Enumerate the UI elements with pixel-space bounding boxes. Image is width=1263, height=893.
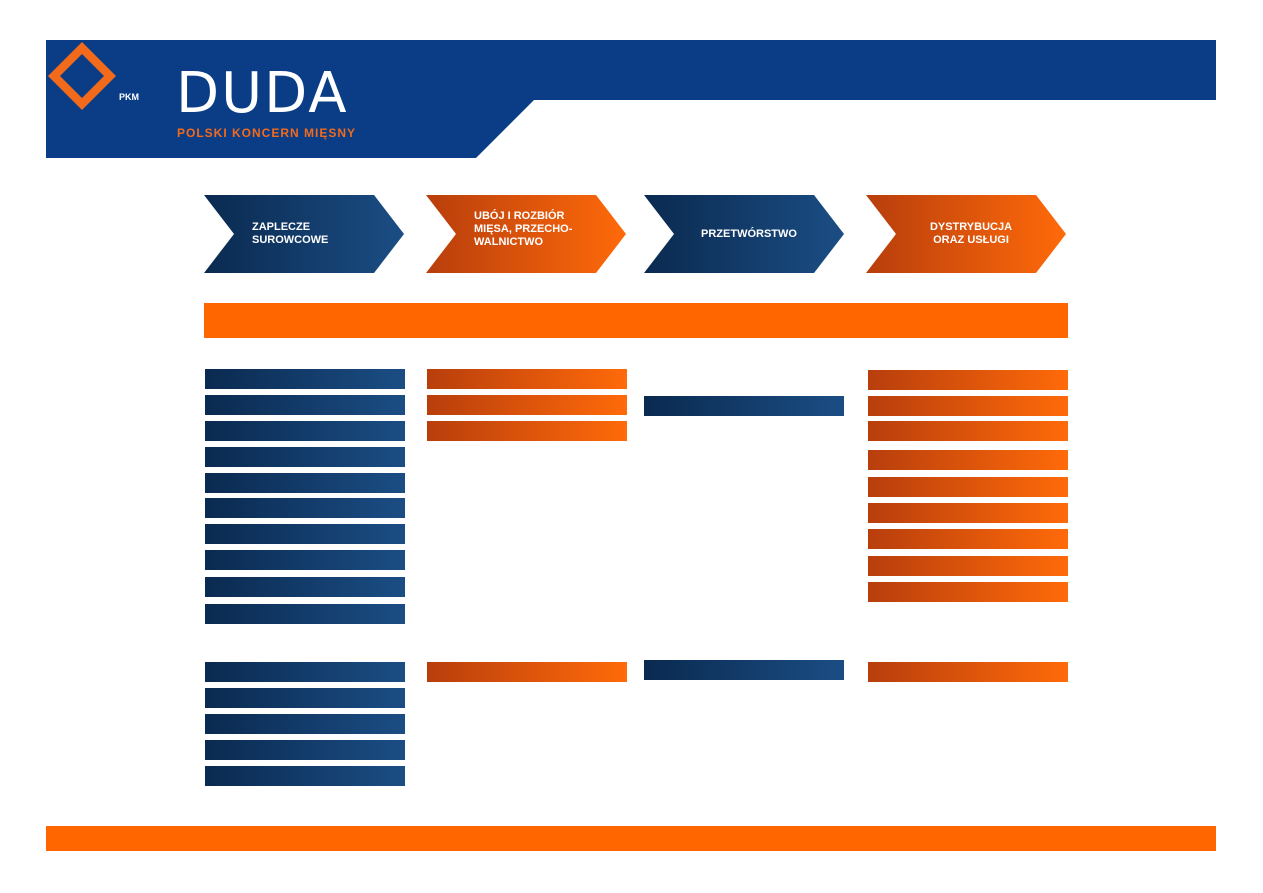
column-4-upper-bar-2 — [868, 396, 1068, 416]
column-1-lower-bar-4 — [205, 740, 405, 760]
column-1-lower-bar-2 — [205, 688, 405, 708]
column-3-upper-bar-1 — [644, 396, 844, 416]
column-1-upper-bar-9 — [205, 577, 405, 597]
process-step-raw-materials: ZAPLECZE SUROWCOWE — [204, 195, 404, 273]
column-1-upper-bar-6 — [205, 498, 405, 518]
process-step-distribution: DYSTRYBUCJA ORAZ USŁUGI — [866, 195, 1066, 273]
process-step-label: PRZETWÓRSTWO — [701, 228, 797, 240]
process-step-label: DYSTRYBUCJA ORAZ USŁUGI — [929, 221, 1013, 246]
column-2-upper-bar-1 — [427, 369, 627, 389]
column-1-upper-bar-8 — [205, 550, 405, 570]
column-2-lower-bar-1 — [427, 662, 627, 682]
column-1-upper-bar-10 — [205, 604, 405, 624]
logo-name: DUDA — [176, 61, 349, 126]
process-step-label: UBÓJ I ROZBIÓR MIĘSA, PRZECHO- WALNICTWO — [474, 210, 573, 248]
process-step-slaughter: UBÓJ I ROZBIÓR MIĘSA, PRZECHO- WALNICTWO — [426, 195, 626, 273]
column-1-upper-bar-5 — [205, 473, 405, 493]
footer-bar — [46, 826, 1216, 851]
column-4-upper-bar-9 — [868, 582, 1068, 602]
chevron-shape — [426, 195, 626, 273]
column-4-upper-bar-8 — [868, 556, 1068, 576]
column-1-upper-bar-4 — [205, 447, 405, 467]
column-4-upper-bar-4 — [868, 450, 1068, 470]
column-4-upper-bar-6 — [868, 503, 1068, 523]
column-1-upper-bar-1 — [205, 369, 405, 389]
logo-diamond-icon — [48, 42, 116, 110]
process-step-label: ZAPLECZE SUROWCOWE — [252, 221, 329, 246]
column-2-upper-bar-3 — [427, 421, 627, 441]
column-1-lower-bar-3 — [205, 714, 405, 734]
header-banner: PKM DUDA POLSKI KONCERN MIĘSNY — [46, 40, 1216, 158]
process-step-processing: PRZETWÓRSTWO — [644, 195, 844, 273]
column-3-lower-bar-1 — [644, 660, 844, 680]
column-2-upper-bar-2 — [427, 395, 627, 415]
group-banner-bar — [204, 303, 1068, 338]
logo-tagline: POLSKI KONCERN MIĘSNY — [177, 126, 357, 140]
chevron-shape — [866, 195, 1066, 273]
chevron-shape — [204, 195, 404, 273]
column-4-lower-bar-1 — [868, 662, 1068, 682]
column-1-upper-bar-2 — [205, 395, 405, 415]
header-background — [46, 40, 1216, 158]
column-1-upper-bar-3 — [205, 421, 405, 441]
column-4-upper-bar-1 — [868, 370, 1068, 390]
column-1-upper-bar-7 — [205, 524, 405, 544]
column-4-upper-bar-3 — [868, 421, 1068, 441]
chevron-shape — [644, 195, 844, 273]
logo-mark-text: PKM — [119, 92, 139, 102]
column-1-lower-bar-1 — [205, 662, 405, 682]
column-4-upper-bar-5 — [868, 477, 1068, 497]
column-4-upper-bar-7 — [868, 529, 1068, 549]
column-1-lower-bar-5 — [205, 766, 405, 786]
